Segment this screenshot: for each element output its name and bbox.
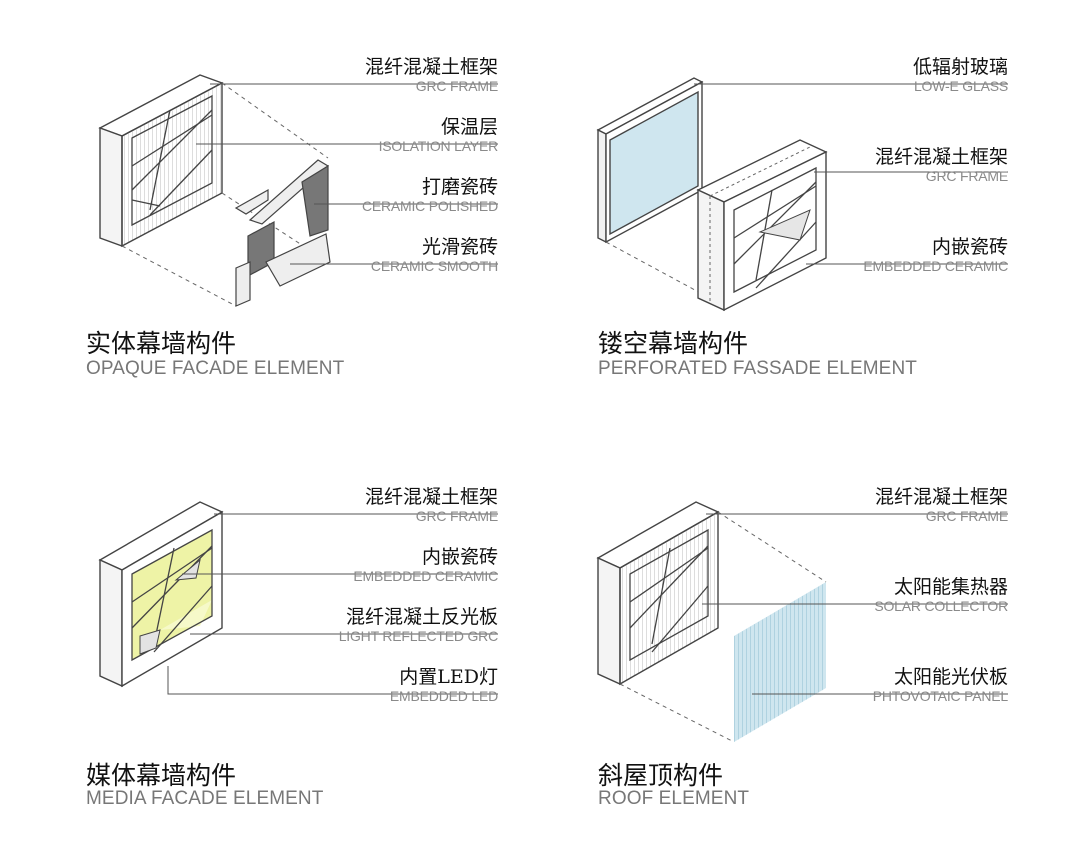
media-facade-drawing: [98, 501, 498, 695]
label-grc-frame-en: GRC FRAME: [415, 508, 498, 524]
label-grc-frame: 混纤混凝土框架: [364, 486, 498, 508]
label-embedded-led: 内置LED灯: [399, 666, 498, 688]
label-solar-collector: 太阳能集热器: [893, 576, 1008, 598]
label-grc-frame: 混纤混凝土框架: [874, 486, 1008, 508]
panel-subtitle: MEDIA FACADE ELEMENT: [86, 788, 324, 809]
label-embedded-ceramic: 内嵌瓷砖: [421, 546, 498, 568]
label-embedded-led-en: EMBEDDED LED: [389, 688, 498, 704]
panel-title: 媒体幕墙构件: [86, 761, 237, 790]
panel-roof-element: 混纤混凝土框架 GRC FRAME 太阳能集热器 SOLAR COLLECTOR…: [510, 430, 1050, 860]
label-ceramic-smooth-en: CERAMIC SMOOTH: [370, 258, 498, 274]
panel-subtitle: PERFORATED FASSADE ELEMENT: [598, 358, 917, 379]
label-grc-frame: 混纤混凝土框架: [874, 146, 1008, 168]
roof-element-drawing: [596, 501, 1008, 743]
panel-title: 镂空幕墙构件: [598, 329, 749, 358]
perforated-facade-drawing: [596, 77, 1008, 312]
panel-title: 实体幕墙构件: [86, 329, 237, 358]
label-grc-frame: 混纤混凝土框架: [364, 56, 498, 78]
label-isolation-layer: 保温层: [440, 116, 498, 138]
label-grc-frame-en: GRC FRAME: [925, 168, 1008, 184]
panel-perforated-facade: 低辐射玻璃 LOW-E GLASS 混纤混凝土框架 GRC FRAME 内嵌瓷砖…: [510, 0, 1050, 430]
label-isolation-layer-en: ISOLATION LAYER: [378, 138, 499, 154]
label-photovoltaic-panel-en: PHTOVOTAIC PANEL: [872, 688, 1008, 704]
label-solar-collector-en: SOLAR COLLECTOR: [874, 598, 1008, 614]
label-light-reflected-grc: 混纤混凝土反光板: [345, 606, 498, 628]
label-embedded-ceramic-en: EMBEDDED CERAMIC: [863, 258, 1008, 274]
panel-subtitle: OPAQUE FACADE ELEMENT: [86, 358, 345, 379]
label-light-reflected-grc-en: LIGHT REFLECTED GRC: [338, 628, 499, 644]
label-embedded-ceramic-en: EMBEDDED CERAMIC: [353, 568, 498, 584]
label-ceramic-polished: 打磨瓷砖: [421, 176, 498, 198]
panel-title: 斜屋顶构件: [598, 761, 724, 790]
label-ceramic-polished-en: CERAMIC POLISHED: [361, 198, 498, 214]
label-photovoltaic-panel: 太阳能光伏板: [893, 666, 1008, 688]
panel-media-facade: 混纤混凝土框架 GRC FRAME 内嵌瓷砖 EMBEDDED CERAMIC …: [0, 430, 540, 860]
label-low-e-glass: 低辐射玻璃: [912, 56, 1008, 78]
label-ceramic-smooth: 光滑瓷砖: [421, 236, 498, 258]
opaque-facade-drawing: [98, 74, 498, 307]
label-embedded-ceramic: 内嵌瓷砖: [931, 236, 1008, 258]
label-low-e-glass-en: LOW-E GLASS: [913, 78, 1008, 94]
label-grc-frame-en: GRC FRAME: [415, 78, 498, 94]
panel-subtitle: ROOF ELEMENT: [598, 788, 750, 809]
panel-opaque-facade: 混纤混凝土框架 GRC FRAME 保温层 ISOLATION LAYER 打磨…: [0, 0, 540, 430]
label-grc-frame-en: GRC FRAME: [925, 508, 1008, 524]
